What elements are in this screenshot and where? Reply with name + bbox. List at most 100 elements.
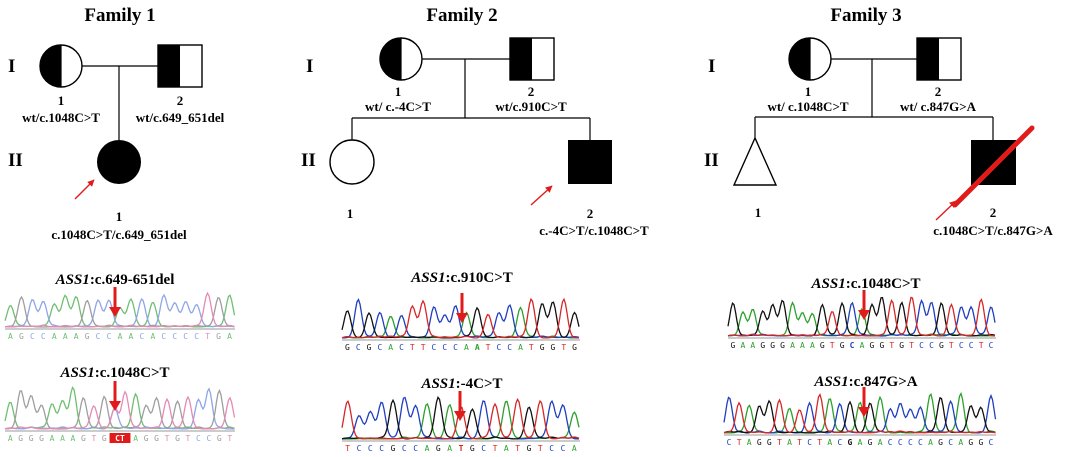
base-call: G	[551, 343, 556, 352]
base-call: T	[91, 434, 96, 443]
individual-number: 1	[805, 84, 812, 99]
mutation-highlight	[109, 433, 131, 443]
base-call: C	[368, 444, 373, 453]
base-call: C	[377, 343, 382, 352]
base-call: T	[561, 343, 566, 352]
individual-number: 2	[990, 205, 997, 220]
base-call: A	[447, 444, 452, 453]
base-call: C	[206, 434, 211, 443]
genotype-label: c.1048C>T/c.847G>A	[933, 223, 1053, 238]
individual-number: 1	[116, 209, 123, 224]
base-call: A	[747, 438, 752, 447]
base-call: C	[161, 332, 166, 341]
base-call: T	[777, 438, 782, 447]
individual-number: 2	[935, 84, 942, 99]
base-call: A	[572, 444, 577, 453]
generation-label-I: I	[708, 56, 715, 77]
base-call: C	[929, 341, 934, 350]
family-title: Family 2	[426, 5, 497, 26]
base-call: C	[959, 341, 964, 350]
base-call: G	[540, 343, 545, 352]
base-call: C	[356, 343, 361, 352]
base-call: C	[432, 343, 437, 352]
base-call: G	[978, 438, 983, 447]
father-symbol	[509, 37, 555, 81]
sibling-symbol	[329, 139, 375, 185]
base-call: G	[367, 343, 372, 352]
genotype-label: wt/c.1048C>T	[22, 110, 100, 125]
proband-arrow	[530, 185, 553, 206]
mutation-arrow-head	[109, 307, 121, 317]
base-call: C	[507, 343, 512, 352]
base-call: T	[493, 444, 498, 453]
base-call: A	[787, 438, 792, 447]
base-call: T	[205, 332, 210, 341]
base-call: G	[780, 341, 785, 350]
base-call: A	[504, 444, 509, 453]
base-call: A	[928, 438, 933, 447]
base-call: T	[889, 341, 894, 350]
base-call: C	[139, 332, 144, 341]
father-symbol	[916, 37, 962, 81]
base-call: A	[958, 438, 963, 447]
base-call: C	[107, 332, 112, 341]
base-call: A	[133, 434, 138, 443]
mutation-base: A	[475, 343, 480, 352]
base-call: C	[549, 444, 554, 453]
base-call: G	[767, 438, 772, 447]
base-call: T	[797, 438, 802, 447]
base-call: C	[41, 332, 46, 341]
trace-G	[341, 396, 580, 440]
genotype-label: c.1048C>T/c.649_651del	[51, 227, 187, 242]
base-call: T	[529, 343, 534, 352]
base-call: C	[453, 343, 458, 352]
base-call: G	[840, 341, 845, 350]
family-2: Family 2 I II 1 wt/ c.-4C>T 2 wt/c.910C>…	[301, 5, 649, 453]
mother-symbol	[39, 44, 83, 88]
base-call: T	[817, 438, 822, 447]
base-call: G	[18, 434, 23, 443]
base-call: G	[968, 438, 973, 447]
base-call: G	[939, 341, 944, 350]
base-call: G	[760, 341, 765, 350]
base-call: A	[227, 332, 232, 341]
base-call: C	[96, 332, 101, 341]
base-call: C	[442, 343, 447, 352]
base-call: G	[938, 438, 943, 447]
family-1: Family 1 I II 1 wt/c.1048C>T 2 wt/c.649_…	[4, 5, 236, 443]
trace-T	[4, 390, 236, 430]
base-call: A	[425, 444, 430, 453]
base-call: T	[165, 434, 170, 443]
base-call: T	[909, 341, 914, 350]
base-call: C	[379, 444, 384, 453]
base-call: C	[888, 438, 893, 447]
base-call: C	[989, 438, 994, 447]
base-call: A	[150, 332, 155, 341]
base-call: A	[60, 434, 65, 443]
base-call: G	[899, 341, 904, 350]
base-call: C	[837, 438, 842, 447]
variant-label: ASS1:c.910C>T	[410, 270, 513, 286]
base-call: G	[39, 434, 44, 443]
base-call: C	[402, 444, 407, 453]
trace-T	[723, 393, 996, 434]
genotype-label: wt/ c.847G>A	[900, 99, 977, 114]
mutation-arrow-head	[109, 401, 121, 411]
trace-T	[5, 291, 235, 328]
base-call: G	[770, 341, 775, 350]
generation-label-II: II	[704, 150, 719, 171]
proband-symbol	[97, 140, 141, 184]
base-call: C	[399, 343, 404, 352]
base-call: T	[979, 341, 984, 350]
base-call: G	[470, 444, 475, 453]
mutation-base: C	[850, 341, 855, 350]
base-call: G	[19, 332, 24, 341]
base-call: A	[810, 341, 815, 350]
base-call: C	[357, 444, 362, 453]
base-call: A	[860, 341, 865, 350]
base-call: A	[388, 343, 393, 352]
individual-number: 1	[755, 205, 762, 220]
base-call: C	[918, 438, 923, 447]
